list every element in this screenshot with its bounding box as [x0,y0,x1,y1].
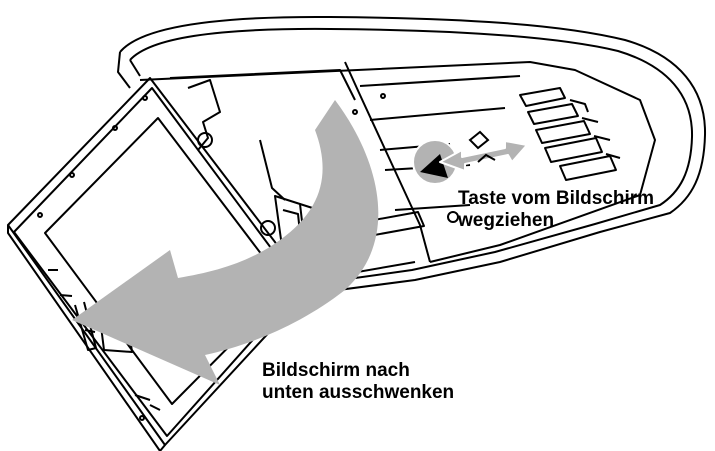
swing-arrow [72,100,379,385]
callout-release-line1: Taste vom Bildschirm [458,188,655,209]
callout-swing-screen: Bildschirm nach unten ausschwenken [262,360,454,404]
control-buttons [519,87,621,181]
ceiling-housing [117,15,707,296]
callout-swing-line1: Bildschirm nach [262,360,410,381]
callout-release-button: Taste vom Bildschirm wegziehen [458,188,654,232]
callout-release-line2: wegziehen [458,210,555,231]
callout-swing-line2: unten ausschwenken [262,382,455,403]
release-arrow [412,139,528,185]
